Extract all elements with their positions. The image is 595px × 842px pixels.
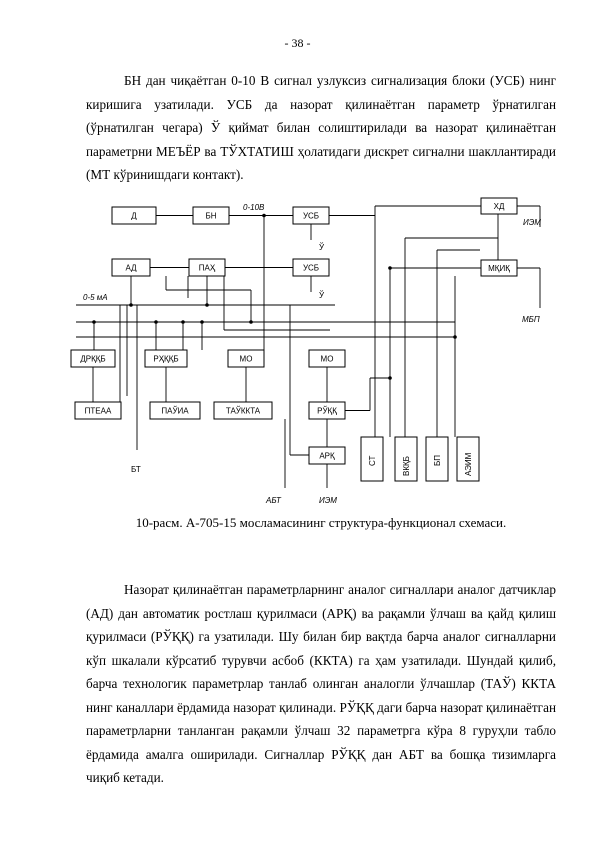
block-rhkkb: РҲҚҚБ	[144, 349, 188, 368]
block-ad: АД	[111, 258, 151, 277]
label-0-5ma: 0-5 мА	[83, 293, 108, 302]
svg-text:АРҚ: АРҚ	[319, 452, 335, 461]
figure-caption: 10-расм. А-705-15 мосламасининг структур…	[135, 515, 507, 530]
block-rukk: РЎҚҚ	[308, 401, 346, 420]
block-bp: БП	[425, 436, 449, 482]
label-izm-bottom: ИЭМ	[319, 496, 337, 505]
block-hd: ХД	[480, 197, 518, 215]
block-pauia: ПАЎИА	[149, 401, 201, 420]
svg-text:Д: Д	[131, 212, 137, 221]
svg-text:ДРҚҚБ: ДРҚҚБ	[80, 355, 105, 364]
svg-text:УСБ: УСБ	[303, 212, 319, 221]
block-bn: БН	[192, 206, 230, 225]
label-u-1: Ў	[319, 243, 325, 252]
svg-text:РЎҚҚ: РЎҚҚ	[317, 407, 337, 416]
svg-text:ПАҲ: ПАҲ	[199, 264, 216, 273]
paragraph-2: Назорат қилинаётган параметрларнинг анал…	[86, 582, 556, 785]
block-ark: АРҚ	[308, 446, 346, 465]
block-mo-1: МО	[227, 349, 265, 368]
svg-text:АЭИМ: АЭИМ	[464, 452, 473, 476]
structure-diagram: Д БН УСБ ХД 0-10В Ў ИЭМ АД ПАҲ УСБ МҚИҚ …	[70, 197, 541, 505]
block-pah: ПАҲ	[188, 258, 226, 277]
svg-text:БН: БН	[205, 212, 216, 221]
block-usb-2: УСБ	[292, 258, 330, 277]
svg-text:БП: БП	[433, 455, 442, 466]
svg-text:СТ: СТ	[368, 455, 377, 466]
label-abt: АБТ	[265, 496, 282, 505]
svg-text:УСБ: УСБ	[303, 264, 319, 273]
label-mbp: МБП	[522, 315, 540, 324]
svg-text:ВКҚБ: ВКҚБ	[402, 456, 411, 476]
label-u-2: Ў	[319, 291, 325, 300]
block-aeim: АЭИМ	[456, 436, 480, 482]
svg-text:АД: АД	[125, 264, 137, 273]
block-d: Д	[111, 206, 157, 225]
label-bt: БТ	[131, 465, 141, 474]
paragraph-1: БН дан чиқаётган 0-10 В сигнал узлуксиз …	[86, 73, 556, 182]
block-drkkb: ДРҚҚБ	[70, 349, 116, 368]
block-taukkta: ТАЎККТА	[213, 401, 273, 420]
svg-text:ТАЎККТА: ТАЎККТА	[226, 407, 261, 416]
svg-text:ХД: ХД	[494, 202, 505, 211]
svg-text:МО: МО	[240, 355, 253, 364]
block-pteaa: ПТЕАА	[74, 401, 122, 420]
svg-text:ПАЎИА: ПАЎИА	[161, 407, 189, 416]
block-mo-2: МО	[308, 349, 346, 368]
svg-text:МО: МО	[321, 355, 334, 364]
label-izm-top: ИЭМ	[523, 218, 541, 227]
svg-text:ПТЕАА: ПТЕАА	[85, 407, 112, 416]
block-usb-1: УСБ	[292, 206, 330, 225]
label-0-10v: 0-10В	[243, 203, 265, 212]
svg-text:МҚИҚ: МҚИҚ	[488, 264, 510, 273]
block-st: СТ	[360, 436, 384, 482]
block-mkik: МҚИҚ	[480, 259, 518, 277]
svg-text:РҲҚҚБ: РҲҚҚБ	[153, 355, 178, 364]
page-number: - 38 -	[284, 36, 311, 50]
block-vkkb: ВКҚБ	[394, 436, 418, 482]
